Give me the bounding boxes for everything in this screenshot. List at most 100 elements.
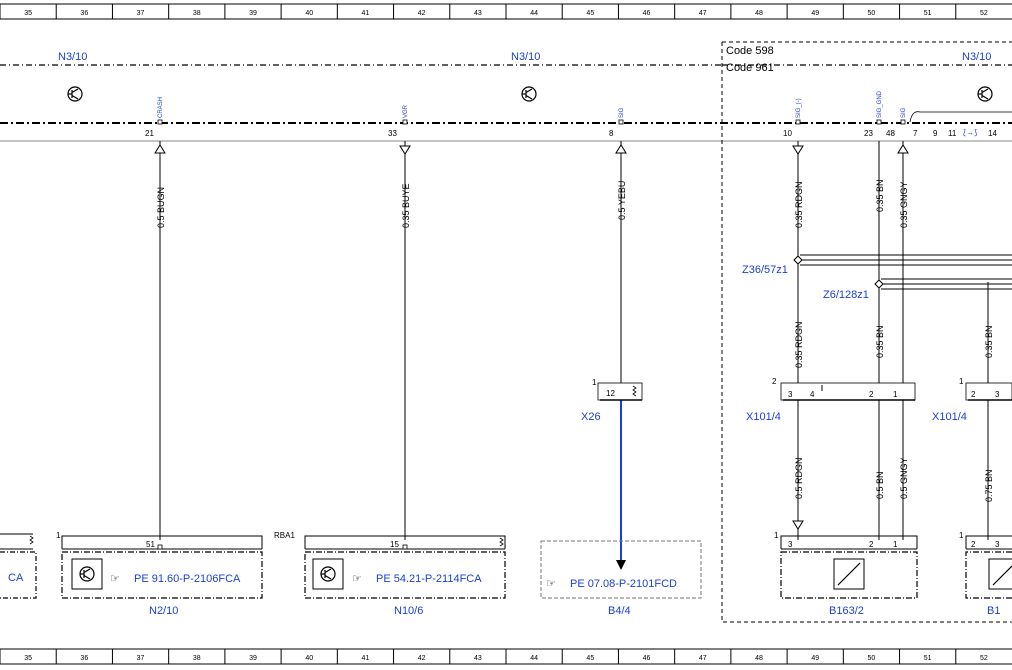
module-label-mid: N3/10 xyxy=(511,51,540,63)
wire-label-8: 0.35 BN xyxy=(875,325,885,358)
svg-text:2: 2 xyxy=(772,377,777,386)
component-n2-10-ref[interactable]: PE 91.60-P-2106FCA xyxy=(134,573,241,585)
wire-label-4: 0.35 RDGN xyxy=(794,181,804,228)
pin-11: 11 xyxy=(948,129,957,138)
component-b1-label: B1 xyxy=(987,605,1000,617)
ruler-column-label: 41 xyxy=(362,655,370,662)
signal-sig-gnd: SIG_GND xyxy=(877,90,883,118)
transistor-icon-mid xyxy=(521,86,537,102)
component-b4-4: ☞ PE 07.08-P-2101FCD B4/4 xyxy=(540,540,702,617)
wire-label-5: 0.35 BN xyxy=(875,179,885,212)
ruler-column-label: 43 xyxy=(474,655,482,662)
pin-9: 9 xyxy=(933,129,938,138)
svg-text:2: 2 xyxy=(869,390,874,399)
connector-x101-left: 2 3 4 2 1 X101/4 xyxy=(746,377,916,423)
svg-text:2: 2 xyxy=(971,390,976,399)
ruler-column-label: 35 xyxy=(24,10,32,17)
wire-label-13: 0.75 BN xyxy=(984,469,994,502)
ruler-column-label: 42 xyxy=(418,10,426,17)
svg-text:1: 1 xyxy=(959,531,964,540)
connector-x101-right: 1 2 3 X101/4 xyxy=(932,377,1012,423)
wire-label-6: 0.35 GNGY xyxy=(899,181,909,228)
component-left-partial: CA xyxy=(0,533,37,599)
manual-ref-icon-3: ☞ xyxy=(546,578,556,590)
svg-text:3: 3 xyxy=(995,390,1000,399)
ruler-column-label: 37 xyxy=(137,10,145,17)
code-961-label: Code 961 xyxy=(726,62,774,74)
ruler-column-label: 38 xyxy=(193,10,201,17)
manual-ref-icon-2: ☞ xyxy=(352,573,362,585)
module-label-right: N3/10 xyxy=(962,51,991,63)
component-b163-2: 1 3 2 1 B163/2 xyxy=(774,531,918,617)
connector-x101-right-label: X101/4 xyxy=(932,411,967,423)
ruler-column-label: 43 xyxy=(474,10,482,17)
ruler-column-label: 40 xyxy=(305,655,313,662)
pin-48: 48 xyxy=(886,129,895,138)
svg-text:CA: CA xyxy=(8,572,24,584)
signal-sig-2: SIG xyxy=(901,107,907,118)
transistor-icon-left xyxy=(67,86,83,102)
ruler-column-label: 48 xyxy=(755,655,763,662)
component-n10-6: RBA1 15 ☞ PE 54.21-P-2114FCA N10/6 xyxy=(274,531,506,617)
ruler-column-label: 46 xyxy=(643,655,651,662)
svg-text:1: 1 xyxy=(893,390,898,399)
module-label-left: N3/10 xyxy=(58,51,87,63)
component-b4-4-ref[interactable]: PE 07.08-P-2101FCD xyxy=(570,578,677,590)
ruler-column-label: 50 xyxy=(868,655,876,662)
ruler-column-label: 47 xyxy=(699,10,707,17)
splice-z6: Z6/128z1 xyxy=(823,289,869,301)
ruler-column-label: 42 xyxy=(418,655,426,662)
svg-text:12: 12 xyxy=(606,389,615,398)
ruler-column-label: 40 xyxy=(305,10,313,17)
ruler-column-label: 37 xyxy=(137,655,145,662)
svg-text:1: 1 xyxy=(959,377,964,386)
ruler-column-label: 49 xyxy=(811,10,819,17)
wire-label-11: 0.5 BN xyxy=(875,471,885,499)
code-598-label: Code 598 xyxy=(726,45,774,57)
component-n10-6-ref[interactable]: PE 54.21-P-2114FCA xyxy=(376,573,482,585)
signal-sig-1: SIG xyxy=(619,107,625,118)
ruler-column-label: 39 xyxy=(249,655,257,662)
ruler-column-label: 38 xyxy=(193,655,201,662)
wire-label-9: 0.35 BN xyxy=(984,325,994,358)
wire-label-10: 0.5 RDGN xyxy=(794,457,804,499)
component-n10-6-label: N10/6 xyxy=(394,605,423,617)
svg-text:3: 3 xyxy=(788,390,793,399)
wire-label-3: 0.5 YEBU xyxy=(617,181,627,220)
wire-label-1: 0.5 BUGN xyxy=(156,187,166,228)
signal-crash: CRASH xyxy=(158,97,164,118)
ruler-column-label: 36 xyxy=(80,655,88,662)
ruler-column-label: 44 xyxy=(530,655,538,662)
component-b1: 1 2 3 B1 xyxy=(959,531,1012,617)
connector-x26: 1 12 X26 xyxy=(581,378,643,423)
ruler-column-label: 52 xyxy=(980,655,988,662)
ruler-column-label: 49 xyxy=(811,655,819,662)
svg-text:1: 1 xyxy=(774,531,779,540)
svg-text:RBA1: RBA1 xyxy=(274,531,295,540)
manual-ref-icon: ☞ xyxy=(110,573,120,585)
component-n2-10: 1 51 ☞ PE 91.60-P-2106FCA N2/10 xyxy=(56,531,263,617)
ruler-column-label: 51 xyxy=(924,655,932,662)
ruler-column-label: 36 xyxy=(80,10,88,17)
signal-vgr: VGR xyxy=(403,104,409,118)
transistor-icon-right xyxy=(977,86,993,102)
ruler-column-label: 47 xyxy=(699,655,707,662)
ruler-column-label: 45 xyxy=(586,655,594,662)
svg-text:4: 4 xyxy=(810,390,815,399)
svg-text:1: 1 xyxy=(893,540,898,549)
svg-text:2: 2 xyxy=(971,540,976,549)
ruler-column-label: 35 xyxy=(24,655,32,662)
wire-label-12: 0.5 GNGY xyxy=(899,457,909,499)
svg-text:1: 1 xyxy=(56,531,61,540)
pin-33: 33 xyxy=(388,129,397,138)
component-b4-4-label: B4/4 xyxy=(608,605,631,617)
connector-x101-left-label: X101/4 xyxy=(746,411,781,423)
component-n2-10-label: N2/10 xyxy=(149,605,178,617)
pin-21: 21 xyxy=(145,129,154,138)
ruler-column-label: 41 xyxy=(362,10,370,17)
svg-text:3: 3 xyxy=(788,540,793,549)
pin-14: 14 xyxy=(988,129,997,138)
svg-text:2: 2 xyxy=(869,540,874,549)
svg-text:3: 3 xyxy=(995,540,1000,549)
